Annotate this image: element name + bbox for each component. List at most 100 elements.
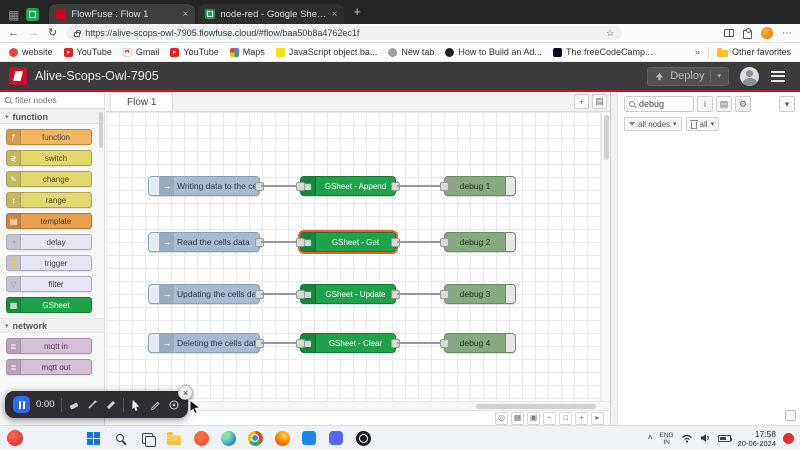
split-screen-icon[interactable] bbox=[724, 29, 734, 37]
wire[interactable] bbox=[397, 293, 444, 295]
wire[interactable] bbox=[397, 241, 444, 243]
clear-messages-dropdown[interactable]: all ▾ bbox=[686, 117, 720, 131]
inject-node-read[interactable]: → Read the cells data bbox=[148, 232, 260, 252]
browser-profile-avatar[interactable] bbox=[761, 27, 773, 39]
sidebar-menu-button[interactable]: ▾ bbox=[779, 96, 795, 112]
battery-icon[interactable] bbox=[718, 435, 731, 442]
palette-node-trigger[interactable]: ⚡trigger bbox=[6, 255, 92, 271]
recording-indicator-icon[interactable] bbox=[7, 430, 23, 446]
flowfuse-logo[interactable] bbox=[9, 67, 27, 85]
forward-icon[interactable]: → bbox=[28, 28, 39, 39]
footer-expand-button[interactable]: ▸ bbox=[591, 412, 604, 425]
filter-nodes-dropdown[interactable]: all nodes ▾ bbox=[624, 117, 682, 131]
sidebar-splitter[interactable] bbox=[611, 92, 618, 425]
taskbar-search-icon[interactable] bbox=[111, 429, 129, 447]
wire[interactable] bbox=[397, 185, 444, 187]
bookmark-new-tab[interactable]: New tab bbox=[388, 47, 434, 57]
wire[interactable] bbox=[261, 342, 300, 344]
palette-node-switch[interactable]: ≷switch bbox=[6, 150, 92, 166]
palette-node-delay[interactable]: ◔delay bbox=[6, 234, 92, 250]
palette-node-range[interactable]: ↕range bbox=[6, 192, 92, 208]
inject-node-updating[interactable]: → Updating the cells data bbox=[148, 284, 260, 304]
input-port[interactable] bbox=[296, 339, 305, 348]
bookmark-maps[interactable]: Maps bbox=[230, 47, 265, 57]
workspace-tab-flow1[interactable]: Flow 1 bbox=[110, 92, 173, 111]
url-text[interactable]: https://alive-scops-owl-7905.flowfuse.cl… bbox=[85, 28, 601, 38]
vscode-icon[interactable] bbox=[300, 429, 318, 447]
new-tab-button[interactable]: + bbox=[353, 4, 361, 19]
palette-search-input[interactable] bbox=[15, 95, 89, 105]
add-flow-button[interactable]: + bbox=[574, 94, 589, 109]
info-tab-button[interactable]: i bbox=[697, 96, 713, 112]
browser-tab-sheets[interactable]: node-red - Google Sheets × bbox=[198, 4, 344, 24]
input-port[interactable] bbox=[440, 290, 449, 299]
input-port[interactable] bbox=[296, 238, 305, 247]
debug-toggle-button[interactable] bbox=[505, 233, 515, 251]
scrollbar-thumb[interactable] bbox=[476, 404, 596, 409]
tab-close-icon[interactable]: × bbox=[332, 9, 338, 20]
zoom-reset-button[interactable]: □ bbox=[559, 412, 572, 425]
start-button[interactable] bbox=[84, 429, 102, 447]
wire[interactable] bbox=[261, 185, 300, 187]
bookmark-gmail[interactable]: Gmail bbox=[123, 47, 160, 57]
task-view-icon[interactable] bbox=[138, 429, 156, 447]
navigator-button[interactable]: ▣ bbox=[527, 412, 540, 425]
edge-icon[interactable] bbox=[219, 429, 237, 447]
gsheet-get-node-selected[interactable]: ▦ GSheet - Get bbox=[300, 232, 396, 252]
wire[interactable] bbox=[397, 342, 444, 344]
debug-toggle-button[interactable] bbox=[505, 334, 515, 352]
wire[interactable] bbox=[261, 293, 300, 295]
palette-node-function[interactable]: ƒfunction bbox=[6, 129, 92, 145]
brave-icon[interactable] bbox=[192, 429, 210, 447]
bookmark-youtube-1[interactable]: YouTube bbox=[64, 47, 112, 57]
palette-category-network[interactable]: ▾ network bbox=[0, 318, 104, 333]
palette-node-template[interactable]: ▤template bbox=[6, 213, 92, 229]
inject-node-writing[interactable]: → Writing data to the cells bbox=[148, 176, 260, 196]
debug-node-4[interactable]: debug 4 bbox=[444, 333, 516, 353]
palette-node-change[interactable]: ✎change bbox=[6, 171, 92, 187]
debug-toggle-button[interactable] bbox=[505, 177, 515, 195]
browser-tab-flowfuse[interactable]: FlowFuse : Flow 1 × bbox=[49, 4, 195, 24]
tray-overflow-icon[interactable]: ^ bbox=[648, 434, 653, 443]
debug-node-2[interactable]: debug 2 bbox=[444, 232, 516, 252]
language-indicator[interactable]: ENG IN bbox=[660, 432, 674, 446]
wifi-icon[interactable] bbox=[681, 430, 693, 448]
notification-badge[interactable] bbox=[783, 433, 794, 444]
canvas-vertical-scrollbar[interactable] bbox=[601, 112, 610, 401]
input-port[interactable] bbox=[440, 182, 449, 191]
inject-button[interactable] bbox=[149, 285, 160, 303]
volume-icon[interactable] bbox=[700, 430, 711, 448]
input-port[interactable] bbox=[440, 339, 449, 348]
palette-scrollbar[interactable] bbox=[99, 112, 103, 148]
palette-node-gsheet[interactable]: ▦GSheet bbox=[6, 297, 92, 313]
inject-button[interactable] bbox=[149, 233, 160, 251]
scrollbar-thumb[interactable] bbox=[604, 115, 609, 160]
highlighter-icon[interactable] bbox=[105, 398, 118, 412]
palette-node-mqtt-out[interactable]: ≣mqtt out bbox=[6, 359, 92, 375]
bookmark-website[interactable]: website bbox=[9, 47, 53, 57]
sidebar-search-input[interactable] bbox=[639, 99, 683, 109]
bookmark-freecodecamp[interactable]: The freeCodeCamp... bbox=[553, 47, 653, 57]
zoom-in-button[interactable]: + bbox=[575, 412, 588, 425]
flow-list-button[interactable]: ▤ bbox=[592, 94, 607, 109]
other-favorites-button[interactable]: Other favorites bbox=[717, 47, 791, 57]
browser-menu-icon[interactable]: ⋯ bbox=[782, 28, 792, 39]
input-port[interactable] bbox=[440, 238, 449, 247]
bookmark-how-to[interactable]: How to Build an Ad... bbox=[445, 47, 542, 57]
bookmarks-overflow-icon[interactable]: » bbox=[695, 47, 700, 57]
help-tab-button[interactable]: ▤ bbox=[716, 96, 732, 112]
zoom-out-button[interactable]: − bbox=[543, 412, 556, 425]
eraser-icon[interactable] bbox=[67, 398, 80, 412]
gsheet-append-node[interactable]: ▦ GSheet - Append bbox=[300, 176, 396, 196]
grid-toggle-button[interactable]: ▦ bbox=[511, 412, 524, 425]
deploy-button[interactable]: Deploy ▾ bbox=[647, 67, 729, 86]
user-avatar[interactable] bbox=[740, 67, 759, 86]
hamburger-menu-icon[interactable] bbox=[771, 71, 785, 82]
inject-button[interactable] bbox=[149, 334, 160, 352]
chrome-icon[interactable] bbox=[246, 429, 264, 447]
input-port[interactable] bbox=[296, 290, 305, 299]
tab-close-icon[interactable]: × bbox=[183, 9, 189, 20]
recorder-close-button[interactable]: × bbox=[178, 385, 193, 400]
file-explorer-icon[interactable] bbox=[165, 429, 183, 447]
palette-node-filter[interactable]: ▽filter bbox=[6, 276, 92, 292]
